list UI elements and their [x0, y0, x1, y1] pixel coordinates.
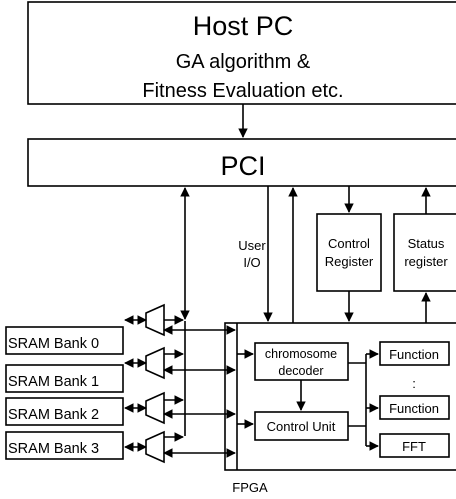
user-io-line1: User: [238, 238, 266, 253]
control-unit-box: [254, 411, 349, 441]
chromosome-decoder-line2: decoder: [278, 364, 323, 378]
mux-1: [145, 346, 165, 380]
sram-bank-1: SRAM Bank 1: [5, 364, 124, 393]
control-register-line2: Register: [325, 254, 374, 269]
host-pc-title: Host PC: [193, 11, 294, 41]
fft-label: FFT: [402, 439, 426, 454]
sram-bank-0: SRAM Bank 0: [5, 326, 124, 355]
function-box-2: [379, 395, 450, 420]
sram-bank-3-label: SRAM Bank 3: [8, 441, 99, 457]
status-register-line2: register: [404, 254, 448, 269]
function-label-2: Function: [389, 401, 439, 416]
user-io-line2: I/O: [243, 255, 260, 270]
sram-bank-2-label: SRAM Bank 2: [8, 407, 99, 423]
mux-2: [145, 391, 165, 425]
function-label-1: Function: [389, 347, 439, 362]
fft-box: [379, 433, 450, 458]
sram-bank-2: SRAM Bank 2: [5, 397, 124, 426]
control-register-box: [316, 213, 382, 292]
pci-label: PCI: [220, 151, 265, 181]
host-pc-line2: GA algorithm &: [176, 51, 311, 73]
control-register-line1: Control: [328, 236, 370, 251]
host-pc-box: [27, 1, 456, 105]
mux-3: [145, 430, 165, 464]
function-ellipsis: :: [412, 376, 416, 391]
sram-bank-1-label: SRAM Bank 1: [8, 374, 99, 390]
function-box-1: [379, 341, 450, 366]
mux-0: [145, 303, 165, 337]
control-unit-label: Control Unit: [267, 419, 336, 434]
status-register-box: [393, 213, 456, 292]
chromosome-decoder-box: [254, 342, 349, 381]
sram-bank-3: SRAM Bank 3: [5, 431, 124, 460]
sram-bank-0-label: SRAM Bank 0: [8, 336, 99, 352]
host-pc-line3: Fitness Evaluation etc.: [142, 80, 343, 102]
status-register-line1: Status: [408, 236, 445, 251]
chromosome-decoder-line1: chromosome: [265, 347, 337, 361]
fpga-label: FPGA: [232, 480, 268, 495]
pci-box: [27, 138, 456, 187]
